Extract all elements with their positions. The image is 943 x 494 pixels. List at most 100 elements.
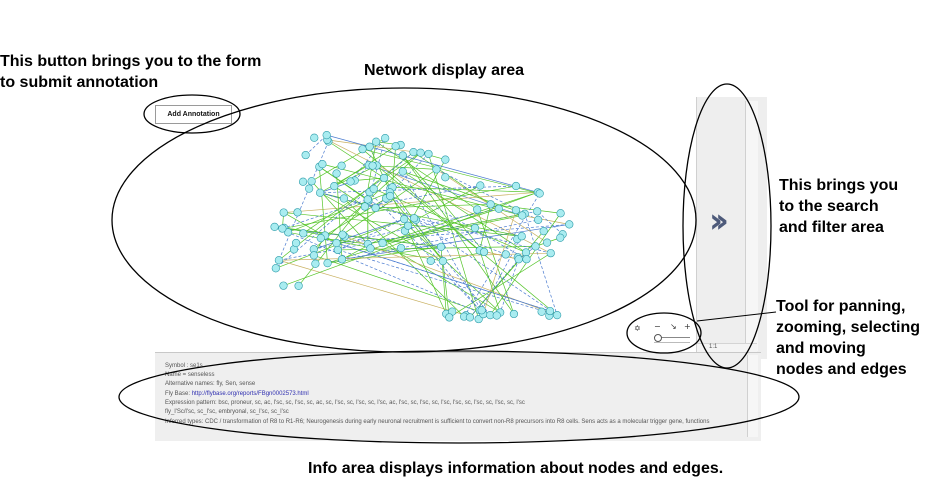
network-node[interactable] — [445, 313, 454, 322]
zoom-in-icon[interactable]: + — [684, 322, 691, 331]
network-node[interactable] — [322, 131, 331, 140]
network-node[interactable] — [301, 150, 310, 160]
network-node[interactable] — [293, 208, 302, 217]
network-node[interactable] — [311, 259, 320, 268]
network-node[interactable] — [441, 173, 450, 182]
network-node[interactable] — [553, 311, 562, 320]
network-node[interactable] — [486, 200, 495, 209]
network-node[interactable] — [279, 208, 288, 217]
network-node[interactable] — [391, 142, 400, 151]
network-node[interactable] — [398, 167, 407, 176]
network-node[interactable] — [400, 214, 409, 224]
network-node[interactable] — [366, 244, 375, 253]
network-node[interactable] — [476, 181, 485, 190]
zoom-slider[interactable] — [654, 334, 690, 342]
network-node[interactable] — [436, 242, 446, 251]
network-edge[interactable] — [402, 155, 515, 315]
network-node[interactable] — [378, 238, 387, 248]
select-icon[interactable]: ↘ — [670, 322, 677, 331]
network-node[interactable] — [339, 194, 349, 203]
search-filter-sidebar[interactable]: ›› — [696, 97, 767, 359]
horizontal-scrollbar[interactable]: 1:1 — [697, 343, 757, 352]
network-node[interactable] — [426, 256, 435, 265]
network-edge[interactable] — [499, 259, 520, 313]
network-node[interactable] — [291, 238, 301, 248]
expand-sidebar-icon[interactable]: ›› — [709, 201, 729, 241]
network-node[interactable] — [379, 173, 389, 183]
network-node[interactable] — [432, 165, 441, 174]
network-node[interactable] — [473, 205, 482, 214]
network-node[interactable] — [338, 230, 347, 239]
network-node[interactable] — [363, 195, 372, 204]
network-node[interactable] — [323, 259, 332, 268]
info-scrollbar[interactable] — [747, 355, 758, 437]
zoom-slider-handle[interactable] — [654, 334, 662, 342]
network-node[interactable] — [424, 149, 433, 159]
network-node[interactable] — [539, 227, 548, 236]
network-node[interactable] — [330, 182, 339, 191]
network-node[interactable] — [565, 220, 574, 229]
network-node[interactable] — [403, 221, 413, 230]
network-node[interactable] — [369, 184, 378, 194]
network-edge[interactable] — [278, 259, 467, 316]
network-node[interactable] — [337, 255, 347, 264]
network-node[interactable] — [470, 223, 480, 233]
network-node[interactable] — [333, 245, 342, 255]
network-node[interactable] — [501, 250, 510, 259]
network-node[interactable] — [316, 234, 325, 243]
network-node[interactable] — [477, 306, 486, 315]
network-node[interactable] — [522, 255, 531, 264]
network-edge[interactable] — [449, 252, 551, 318]
flybase-link[interactable]: http://flybase.org/reports/FBgn0002573.h… — [191, 391, 309, 397]
network-edge[interactable] — [278, 252, 551, 261]
pan-icon[interactable]: ✡ — [634, 324, 641, 333]
network-node[interactable] — [318, 160, 327, 169]
network-node[interactable] — [479, 247, 489, 257]
network-node[interactable] — [368, 161, 377, 170]
network-node[interactable] — [542, 238, 552, 247]
network-node[interactable] — [310, 133, 319, 142]
network-node[interactable] — [305, 184, 314, 193]
network-graph[interactable] — [262, 120, 592, 330]
network-node[interactable] — [517, 232, 526, 241]
network-edge[interactable] — [318, 166, 328, 264]
network-node[interactable] — [416, 148, 425, 157]
network-node[interactable] — [381, 134, 390, 143]
network-node[interactable] — [410, 214, 419, 223]
network-edge[interactable] — [402, 171, 525, 215]
network-node[interactable] — [438, 256, 447, 266]
sidebar-scrollbar[interactable] — [745, 101, 758, 351]
network-node[interactable] — [556, 233, 565, 242]
network-node[interactable] — [299, 229, 308, 238]
network-node[interactable] — [494, 204, 503, 213]
network-node[interactable] — [309, 251, 319, 260]
network-node[interactable] — [533, 207, 542, 216]
network-node[interactable] — [365, 142, 374, 151]
network-node[interactable] — [386, 191, 395, 201]
network-node[interactable] — [509, 309, 519, 319]
network-node[interactable] — [274, 256, 283, 265]
network-node[interactable] — [398, 151, 407, 160]
network-node[interactable] — [294, 281, 303, 290]
network-node[interactable] — [372, 137, 381, 146]
network-node[interactable] — [337, 161, 346, 170]
network-node[interactable] — [371, 203, 380, 213]
network-node[interactable] — [346, 177, 355, 186]
network-edge[interactable] — [326, 134, 538, 193]
network-node[interactable] — [492, 311, 501, 320]
network-node[interactable] — [271, 264, 280, 273]
network-node[interactable] — [278, 224, 287, 233]
network-node[interactable] — [465, 313, 475, 322]
pan-zoom-tool[interactable]: ✡ − ↘ + — [632, 322, 694, 346]
network-node[interactable] — [546, 249, 555, 258]
network-node[interactable] — [307, 177, 316, 186]
network-node[interactable] — [270, 222, 279, 231]
network-node[interactable] — [441, 155, 450, 164]
network-node[interactable] — [358, 145, 367, 154]
network-edge[interactable] — [319, 164, 370, 194]
network-node[interactable] — [511, 206, 521, 215]
add-annotation-button[interactable]: Add Annotation — [155, 105, 232, 124]
network-node[interactable] — [535, 189, 544, 198]
zoom-out-icon[interactable]: − — [654, 322, 661, 331]
network-edge[interactable] — [336, 242, 551, 312]
